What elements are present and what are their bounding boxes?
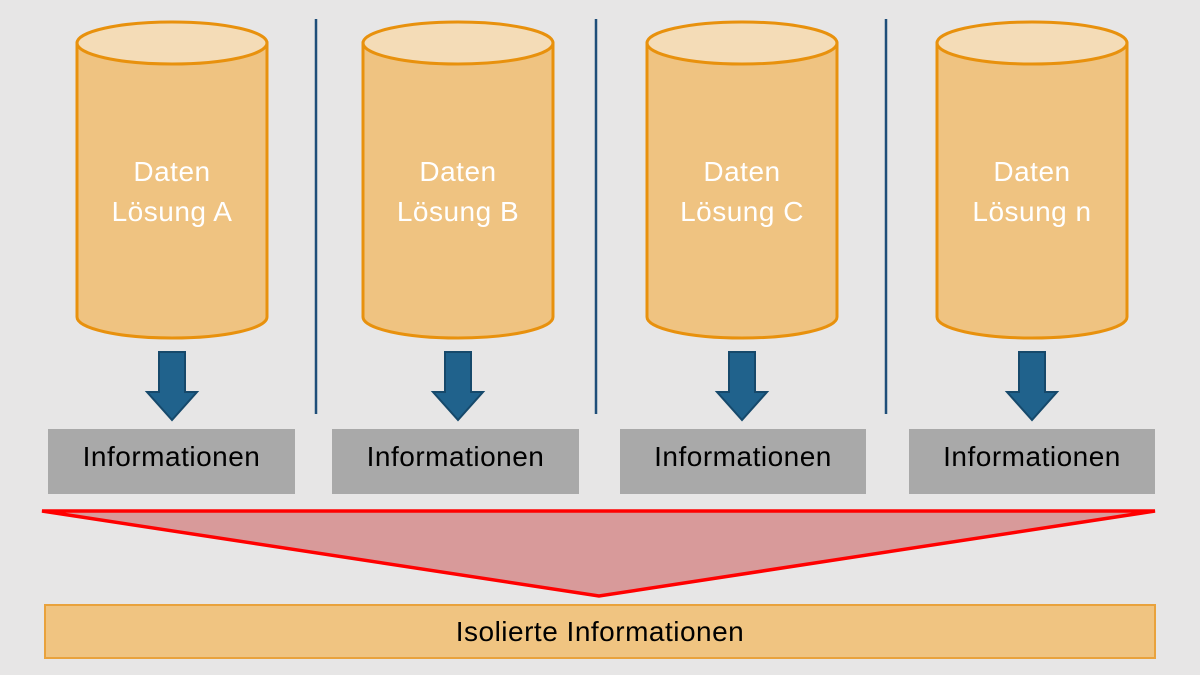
cylinder-daten-loesung-c [645,20,839,340]
down-arrow-icon [714,351,770,422]
down-arrow-icon [430,351,486,422]
cylinder-label-b: Daten Lösung B [363,152,553,232]
cylinder-body [935,41,1129,340]
cylinder-daten-loesung-n [935,20,1129,340]
cylinder-daten-loesung-a [75,20,269,340]
cylinder-label-line2: Lösung n [972,196,1092,227]
info-box-label: Informationen [943,440,1121,472]
down-arrow-icon [144,351,200,422]
cylinder-top [361,20,555,66]
cylinder-label-line1: Daten [993,156,1071,187]
cylinder-label-line2: Lösung B [396,196,520,227]
down-arrow-icon [1004,351,1060,422]
isolated-info-bar-text: Isolierte Informationen [455,615,745,647]
cylinder-label-a: Daten Lösung A [77,152,267,232]
info-box-label: Informationen [654,440,832,472]
isolated-info-bar-label: Isolierte Informationen [45,605,1155,658]
cylinder-label-line1: Daten [703,156,781,187]
info-box: Informationen [48,429,295,494]
cylinder-label-n: Daten Lösung n [937,152,1127,232]
cylinder-label-line1: Daten [419,156,497,187]
info-box: Informationen [909,429,1155,494]
info-box-label: Informationen [366,440,545,472]
info-box: Informationen [620,429,866,494]
cylinder-body [645,41,839,340]
info-box: Informationen [332,429,579,494]
cylinder-top [645,20,839,66]
cylinder-top [75,20,269,66]
funnel-triangle [41,509,1156,598]
cylinder-label-line2: Lösung A [111,196,233,227]
cylinder-top [935,20,1129,66]
cylinder-label-c: Daten Lösung C [647,152,837,232]
cylinder-label-line2: Lösung C [680,196,804,227]
cylinder-body [75,41,269,340]
isolated-info-bar [44,604,1156,659]
info-box-label: Informationen [82,440,261,472]
cylinder-daten-loesung-b [361,20,555,340]
cylinder-label-line1: Daten [133,156,211,187]
cylinder-body [361,41,555,340]
